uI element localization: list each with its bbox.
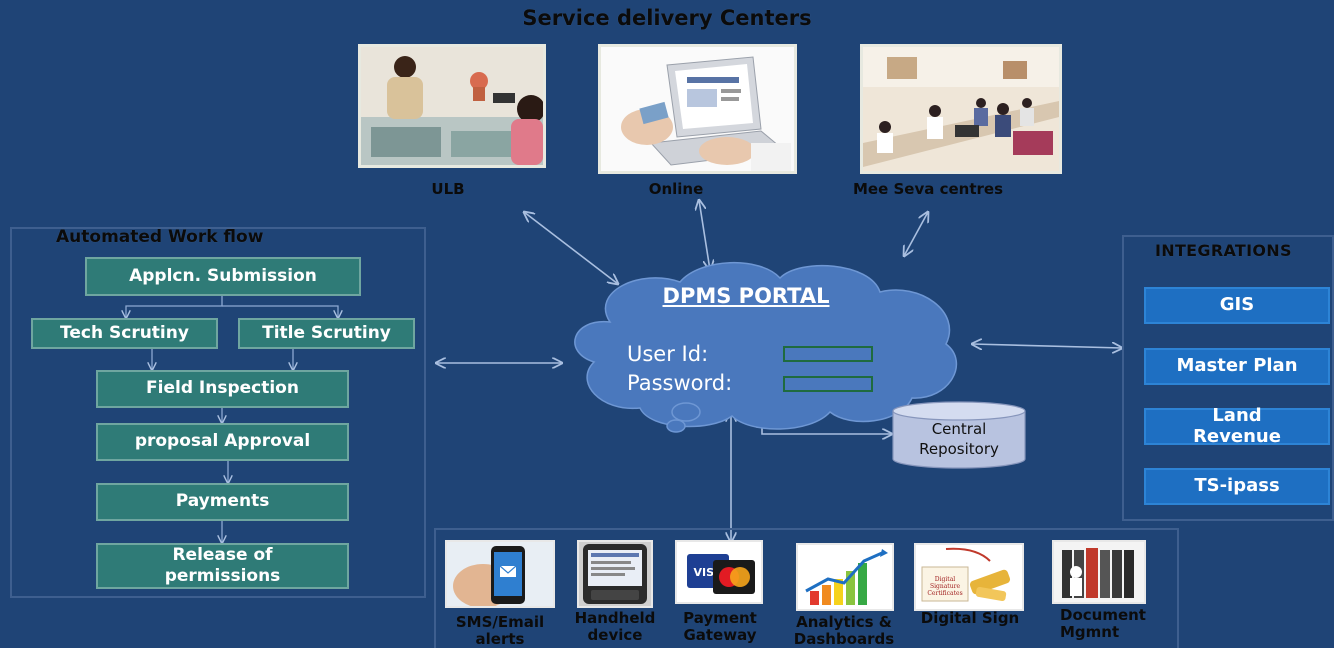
service-label-payment: Payment Gateway bbox=[683, 609, 757, 644]
arrow-meeseva-portal bbox=[904, 212, 928, 256]
diagram-title: Service delivery Centers bbox=[522, 6, 812, 30]
portal-title: DPMS PORTAL bbox=[662, 284, 830, 308]
service-payment-gateway: VISA bbox=[675, 540, 763, 604]
laptop-payment-photo bbox=[601, 47, 794, 171]
service-label-document: Document Mgmnt bbox=[1060, 606, 1146, 641]
bar-chart-icon bbox=[798, 545, 892, 609]
binders-icon bbox=[1054, 542, 1144, 602]
service-sms-email bbox=[445, 540, 555, 608]
integration-gis: GIS bbox=[1144, 287, 1330, 324]
services-panel bbox=[434, 528, 1179, 648]
step-release-of-permissions: Release of permissions bbox=[96, 543, 349, 589]
channel-label-online: Online bbox=[648, 180, 704, 198]
ulb-photo bbox=[358, 44, 546, 168]
service-centre-photo bbox=[863, 47, 1059, 171]
service-analytics bbox=[796, 543, 894, 611]
svg-text:Signature: Signature bbox=[930, 583, 960, 590]
channel-label-ulb: ULB bbox=[431, 180, 465, 198]
svg-text:Certificates: Certificates bbox=[927, 590, 962, 597]
service-handheld bbox=[577, 540, 653, 608]
central-repository-label: Central Repository bbox=[919, 420, 999, 458]
credit-cards-icon: VISA bbox=[677, 542, 761, 602]
user-id-input[interactable] bbox=[783, 346, 873, 362]
service-document-mgmt bbox=[1052, 540, 1146, 604]
service-label-sms: SMS/Email alerts bbox=[455, 613, 545, 648]
integrations-panel bbox=[1122, 235, 1334, 521]
workflow-panel bbox=[10, 227, 426, 598]
channel-label-meeseva: Mee Seva centres bbox=[852, 180, 1003, 198]
online-photo bbox=[598, 44, 797, 174]
password-label: Password: bbox=[627, 371, 733, 395]
arrow-online-portal bbox=[699, 200, 710, 270]
integration-ts-ipass: TS-ipass bbox=[1144, 468, 1330, 505]
service-digital-sign: Digital Signature Certificates bbox=[914, 543, 1024, 611]
workflow-heading: Automated Work flow bbox=[56, 227, 264, 247]
svg-text:Digital: Digital bbox=[935, 576, 955, 583]
step-title-scrutiny: Title Scrutiny bbox=[238, 318, 415, 349]
step-tech-scrutiny: Tech Scrutiny bbox=[31, 318, 218, 349]
database-icon bbox=[892, 401, 1026, 469]
office-counter-photo bbox=[361, 47, 543, 165]
arrow-portal-integrations bbox=[972, 344, 1122, 348]
integrations-heading: INTEGRATIONS bbox=[1155, 241, 1292, 260]
service-label-analytics: Analytics & Dashboards bbox=[793, 613, 895, 648]
service-label-handheld: Handheld device bbox=[574, 609, 656, 644]
user-id-label: User Id: bbox=[627, 342, 709, 366]
integration-land-revenue: Land Revenue bbox=[1144, 405, 1330, 446]
meeseva-photo bbox=[860, 44, 1062, 174]
step-application-submission: Applcn. Submission bbox=[85, 257, 361, 296]
integration-master-plan: Master Plan bbox=[1144, 348, 1330, 385]
step-payments: Payments bbox=[96, 483, 349, 521]
handheld-device-icon bbox=[579, 542, 651, 606]
digital-signature-icon: Digital Signature Certificates bbox=[916, 545, 1022, 609]
service-label-digital-sign: Digital Sign bbox=[920, 609, 1020, 627]
password-input[interactable] bbox=[783, 376, 873, 392]
arrow-ulb-portal bbox=[524, 212, 618, 284]
step-proposal-approval: proposal Approval bbox=[96, 423, 349, 461]
step-field-inspection: Field Inspection bbox=[96, 370, 349, 408]
smartphone-mail-icon bbox=[447, 542, 553, 606]
